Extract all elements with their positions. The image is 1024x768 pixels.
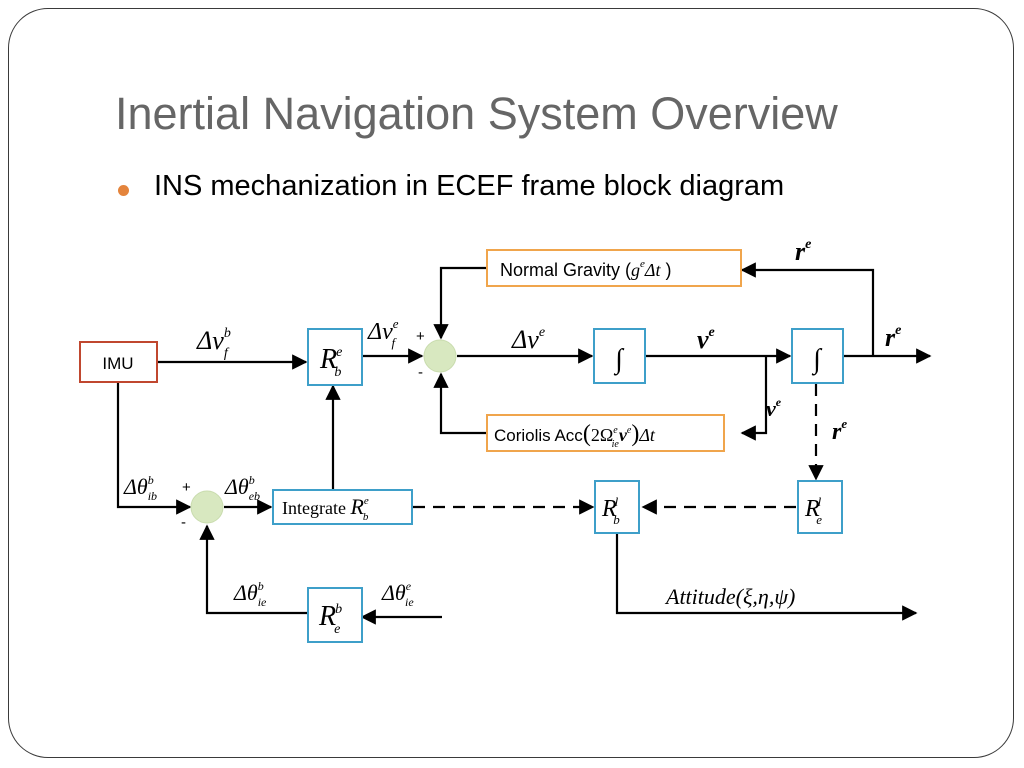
- integral-block-1: [593, 328, 646, 384]
- connections: [116, 262, 932, 625]
- normal-gravity-label: Normal Gravity (geΔt ): [500, 258, 671, 280]
- slide-frame: [8, 8, 1014, 758]
- junction1-minus: -: [418, 364, 423, 381]
- rlb-block: [594, 480, 640, 534]
- rbe-block: [307, 328, 363, 386]
- coriolis-block: [486, 414, 725, 452]
- line-imu-to-junction2: [116, 382, 192, 515]
- imu-block: [79, 341, 158, 383]
- label-v-e: ve: [697, 325, 715, 354]
- junction1-plus: +: [416, 328, 425, 345]
- integral-symbol-2: ∫: [811, 344, 823, 376]
- integral-block-2: [791, 328, 844, 384]
- summing-junction-angle: [190, 490, 224, 524]
- summing-junction-velocity: [423, 339, 457, 373]
- line-ve-to-coriolis: [740, 356, 768, 441]
- rle-block: [797, 480, 843, 534]
- imu-label: IMU: [102, 354, 133, 373]
- bullet-dot-icon: [118, 185, 129, 196]
- normal-gravity-block: [486, 249, 742, 287]
- junction2-minus: -: [181, 514, 186, 531]
- line-gravity-to-junction1: [433, 266, 487, 340]
- reb-block: [307, 587, 363, 643]
- line-re-feedback: [740, 262, 875, 356]
- label-r-e-dash: re: [832, 416, 847, 445]
- label-v-e-side: ve: [766, 395, 782, 421]
- integrate-block: [272, 489, 413, 525]
- line-reb-to-junction2: [199, 524, 308, 615]
- line-coriolis-to-junction1: [433, 372, 487, 435]
- bullet-text: INS mechanization in ECEF frame block di…: [154, 170, 785, 202]
- integral-symbol-1: ∫: [613, 344, 625, 376]
- line-rlb-to-attitude: [615, 534, 918, 621]
- slide-title: Inertial Navigation System Overview: [115, 88, 838, 139]
- label-r-e-out: re: [885, 323, 901, 352]
- label-dv-e: Δve: [511, 325, 545, 354]
- label-r-e-top: re: [795, 237, 811, 266]
- dashed-connections: [413, 384, 824, 515]
- junction2-plus: +: [182, 479, 191, 496]
- label-attitude: Attitude(ξ,η,ψ): [664, 584, 795, 609]
